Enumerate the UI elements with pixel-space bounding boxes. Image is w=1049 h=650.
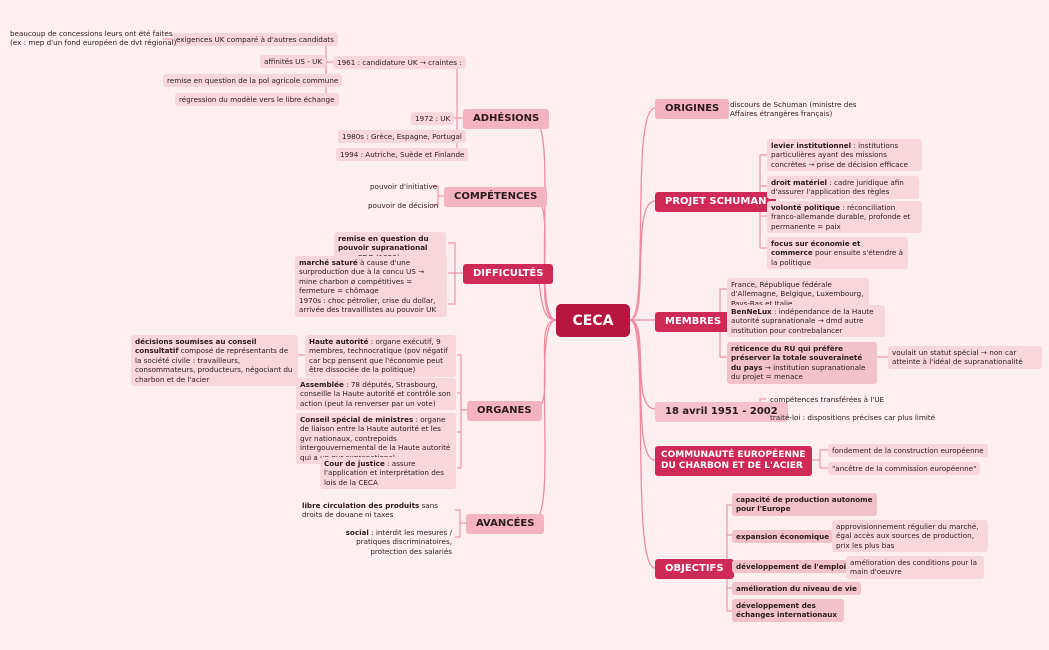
projet-droit-materiel[interactable]: droit matériel : cadre juridique afin d'… [767,176,919,199]
projet-levier[interactable]: levier institutionnel : institutions par… [767,139,922,172]
objectif-expansion[interactable]: expansion économique [732,530,834,544]
branch-organes[interactable]: ORGANES [467,401,542,421]
concessions-line-2: (ex : mep d'un fond européen de dvt régi… [10,38,177,48]
branch-difficultes[interactable]: DIFFICULTÉS [463,264,554,284]
membres-reticence-ru[interactable]: réticence du RU qui préfère préserver la… [727,342,877,384]
communaute-fondement[interactable]: fondement de la construction européenne [828,444,988,458]
communaute-ancetre[interactable]: "ancêtre de la commission européenne" [828,462,981,476]
objectif-expansion-detail[interactable]: approvisionnement régulier du marché, ég… [832,520,988,553]
projet-fe-bold: focus sur économie et commerce [771,239,861,258]
projet-levier-bold: levier institutionnel [771,141,852,150]
branch-avancees[interactable]: AVANCÉES [466,514,545,534]
origines-schuman[interactable]: discours de Schuman (ministre des Affair… [730,100,857,119]
membres-benelux-rest: : indépendance de la Haute autorité supr… [731,307,874,335]
projet-dm-bold: droit matériel [771,178,828,187]
avancee-libre-circulation[interactable]: libre circulation des produits sans droi… [298,499,456,522]
organe-conseil-ministres[interactable]: Conseil spécial de ministres : organe de… [296,413,456,465]
date-competences-ue[interactable]: compétences transférées à l'UE [770,395,885,404]
difficulte-remise-bold: remise en question du pouvoir supranatio… [338,234,429,253]
adhesions-1961[interactable]: 1961 : candidature UK → craintes : [333,56,466,70]
adhesions-1980[interactable]: 1980s : Grèce, Espagne, Portugal [338,130,466,144]
crainte-affinites[interactable]: affinités US - UK [260,55,327,69]
projet-focus-economie[interactable]: focus sur économie et commerce pour ensu… [767,237,908,270]
branch-origines[interactable]: ORIGINES [655,99,730,119]
avancee-social-rest: : interdit les mesures / pratiques discr… [356,528,452,556]
branch-projet-schuman[interactable]: PROJET SCHUMAN [655,192,777,212]
branch-membres[interactable]: MEMBRES [655,312,732,332]
objectif-capacite[interactable]: capacité de production autonome pour l'E… [732,493,877,516]
competence-decision[interactable]: pouvoir de décision [368,201,439,210]
projet-vp-bold: volonté politique [771,203,841,212]
avancee-lc-bold: libre circulation des produits [302,501,420,510]
objectif-echanges[interactable]: développement des échanges internationau… [732,599,844,622]
organe-assemblee-rest: : 78 députés, Strasbourg, conseille la H… [300,380,451,408]
adhesions-1972[interactable]: 1972 : UK [411,112,455,126]
projet-dm-rest: : cadre juridique afin d'assurer l'appli… [771,178,904,197]
membres-benelux-bold: BenNeLux [731,307,772,316]
concessions-note[interactable]: beaucoup de concessions leurs ont été fa… [6,27,180,50]
objectif-emploi[interactable]: développement de l'emploi [732,560,851,574]
branch-communaute[interactable]: COMMUNAUTÉ EUROPÉENNE DU CHARBON ET DE L… [655,446,812,476]
difficulte-marche[interactable]: marché saturé à cause d'une surproductio… [295,256,447,298]
organe-assemblee-bold: Assemblée [300,380,344,389]
avancee-lc-rest: sans droits de douane ni taxes [302,501,439,520]
avancee-social-bold: social [345,528,369,537]
organe-cour-justice[interactable]: Cour de justice : assure l'application e… [320,457,456,490]
root-node[interactable]: CECA [556,304,630,337]
difficulte-marche-bold: marché saturé [299,258,358,267]
membres-reticence-rest: → institution supranationale du projet =… [731,362,866,382]
organe-ha-bold: Haute autorité [309,337,369,346]
organe-ha-rest: : organe exécutif, 9 membres, technocrat… [309,337,448,375]
membres-statut-special[interactable]: voulait un statut spécial → non car atte… [888,346,1042,369]
avancee-social[interactable]: social : interdit les mesures / pratique… [314,526,456,558]
branch-adhesions[interactable]: ADHÉSIONS [463,109,550,129]
organe-cj-rest: : assure l'application et interprétation… [324,459,444,487]
difficulte-marche-rest: à cause d'une surproduction due à la con… [299,258,425,296]
objectif-emploi-detail[interactable]: amélioration des conditions pour la main… [846,556,984,579]
branch-competences[interactable]: COMPÉTENCES [444,187,548,207]
projet-levier-rest: : institutions particulières ayant des m… [771,141,908,169]
crainte-pac[interactable]: remise en question de la pol agricole co… [163,74,343,88]
organe-cj-bold: Cour de justice [324,459,385,468]
membres-benelux[interactable]: BenNeLux : indépendance de la Haute auto… [727,305,885,338]
membres-pays[interactable]: France, République fédérale d'Allemagne,… [727,278,869,311]
crainte-exigences[interactable]: exigences UK comparé à d'autres candidat… [172,33,338,47]
projet-vp-rest: : réconciliation franco-allemande durabl… [771,203,911,231]
adhesions-1994[interactable]: 1994 : Autriche, Suède et Finlande [336,148,469,162]
projet-volonte-politique[interactable]: volonté politique : réconciliation franc… [767,201,922,234]
organe-csm-bold: Conseil spécial de ministres [300,415,414,424]
branch-objectifs[interactable]: OBJECTIFS [655,559,734,579]
concessions-line-1: beaucoup de concessions leurs ont été fa… [10,29,173,38]
objectif-niveau-vie[interactable]: amélioration du niveau de vie [732,582,861,596]
difficulte-choc[interactable]: 1970s : choc pétrolier, crise du dollar,… [295,294,447,317]
date-traite-loi[interactable]: traité-loi : dispositions précises car p… [770,413,936,422]
crainte-regression[interactable]: régression du modèle vers le libre échan… [175,93,339,107]
conseil-consultatif-rest: composé de représentants de la société c… [135,346,293,384]
conseil-consultatif[interactable]: décisions soumises au conseil consultati… [131,335,298,387]
branch-dates[interactable]: 18 avril 1951 - 2002 [655,402,788,422]
organe-assemblee[interactable]: Assemblée : 78 députés, Strasbourg, cons… [296,378,456,411]
projet-fe-rest: pour ensuite s'étendre à la politique [771,248,903,267]
membres-reticence-bold: réticence du RU qui préfère préserver la… [731,344,863,372]
organe-haute-autorite[interactable]: Haute autorité : organe exécutif, 9 memb… [305,335,456,377]
competence-initiative[interactable]: pouvoir d'initiative [370,182,438,191]
conseil-consultatif-bold: décisions soumises au conseil consultati… [135,337,257,356]
